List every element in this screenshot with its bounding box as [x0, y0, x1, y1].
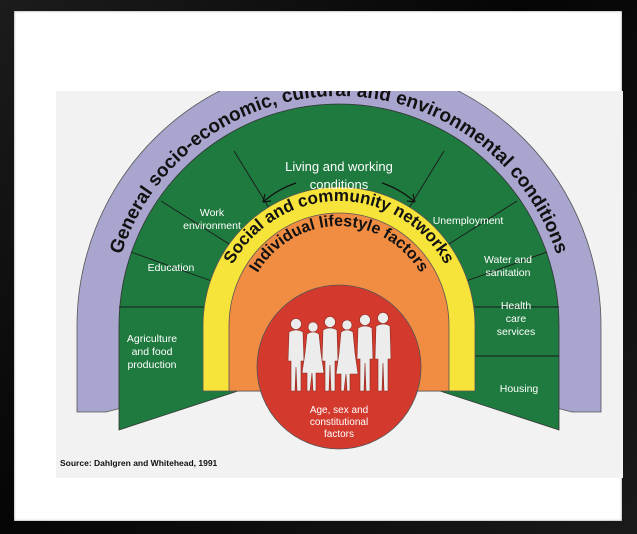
housing-label: Housing — [500, 383, 539, 395]
core-label-line1: Age, sex and — [310, 405, 368, 416]
living-working-line1: Living and working — [285, 159, 393, 174]
unemployment-label: Unemployment — [433, 215, 504, 227]
frame-mat: General socio-economic, cultural and env… — [14, 11, 623, 521]
agriculture-label-l1: Agriculture — [127, 333, 177, 345]
water-sanitation-label-l2: sanitation — [486, 267, 531, 279]
core-label: Age, sex and constitutional factors — [310, 405, 368, 440]
rainbow-diagram: General socio-economic, cultural and env… — [76, 91, 602, 450]
health-care-label-l2: care — [506, 313, 527, 325]
health-care-label-l3: services — [497, 326, 536, 338]
work-environment-label-l2: environment — [183, 220, 241, 232]
core-label-line3: factors — [324, 429, 354, 440]
health-care-label-l1: Health — [501, 300, 532, 312]
agriculture-label-l3: production — [127, 359, 176, 371]
living-working-line2: conditions — [310, 177, 369, 192]
people-group-icon — [287, 312, 392, 392]
determinants-of-health-figure: General socio-economic, cultural and env… — [56, 91, 623, 478]
water-sanitation-label-l1: Water and — [484, 254, 532, 266]
core-label-line2: constitutional — [310, 417, 368, 428]
work-environment-label-l1: Work — [200, 207, 225, 219]
education-label: Education — [148, 262, 195, 274]
double-curved-arrow-icon — [262, 182, 416, 203]
agriculture-label-l2: and food — [132, 346, 173, 358]
right-sector-labels: Unemployment Water and sanitation Health… — [433, 215, 539, 395]
source-caption: Source: Dahlgren and Whitehead, 1991 — [60, 458, 218, 468]
left-sector-labels: Agriculture and food production Educatio… — [127, 207, 241, 371]
